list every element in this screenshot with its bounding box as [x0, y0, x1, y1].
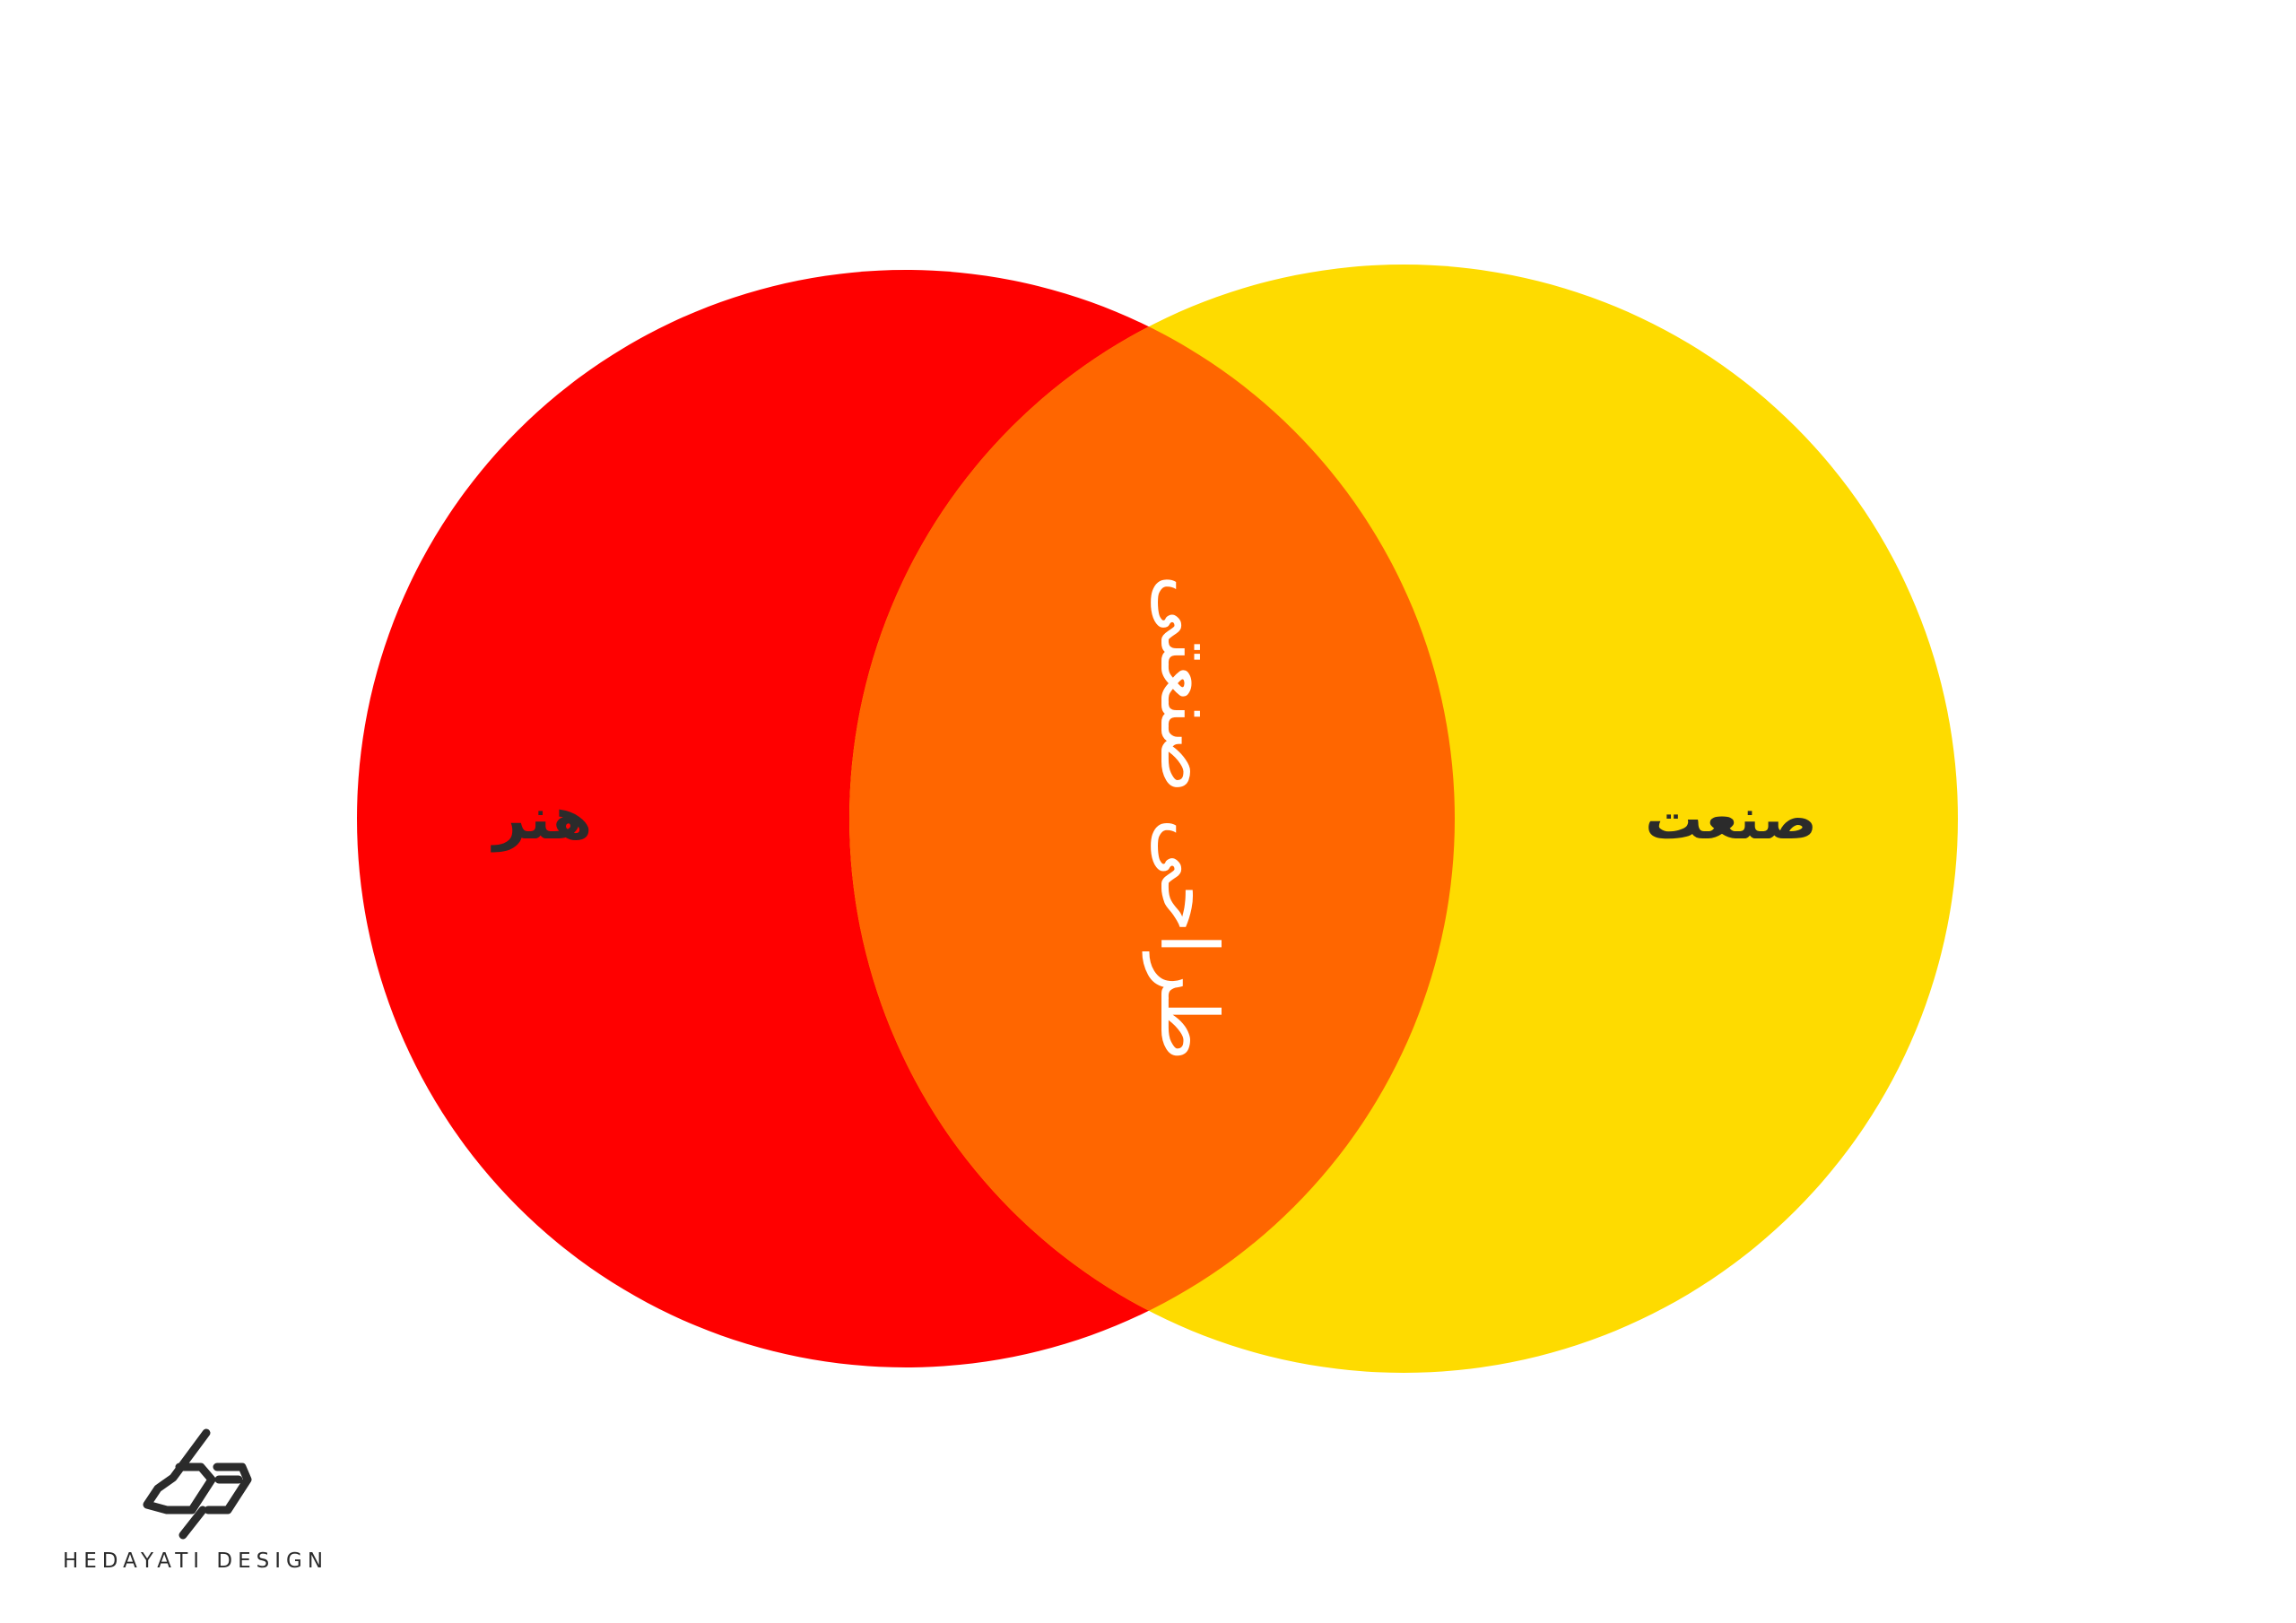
intersection-region	[849, 270, 1455, 1367]
left-set-label: هنر	[491, 786, 592, 853]
intersection-label: طراحی صنعتی	[1142, 575, 1235, 1061]
right-set-label: صنعت	[1645, 786, 1817, 853]
hedayati-design-logo-icon	[143, 1428, 252, 1540]
brand-name: HEDAYATI DESIGN	[63, 1549, 328, 1573]
